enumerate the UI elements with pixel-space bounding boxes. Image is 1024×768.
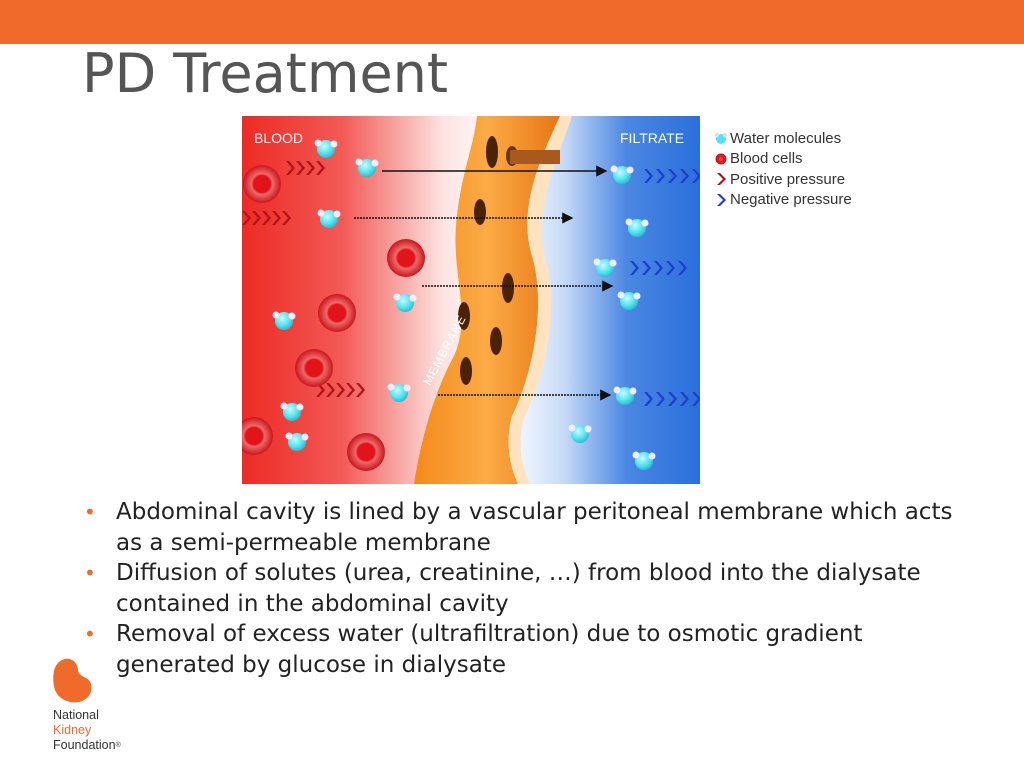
membrane-pore — [502, 273, 514, 303]
water-molecule-icon — [712, 131, 730, 145]
logo-line-kidney: Kidney — [53, 723, 92, 737]
legend-item-blood-cells: Blood cells — [712, 149, 852, 170]
bullet-dot: • — [84, 561, 96, 586]
logo-line-national: National — [53, 708, 99, 722]
legend-label: Water molecules — [730, 129, 842, 147]
membrane-pore — [490, 327, 502, 355]
logo-line-foundation: Foundation® — [53, 738, 121, 753]
membrane-diagram-svg: BLOOD FILTRATE MEMBRANE — [242, 116, 700, 484]
blood-cell-icon — [712, 152, 730, 166]
kidney-logo-icon — [53, 658, 92, 703]
membrane-pore — [460, 357, 472, 385]
membrane-pore — [486, 136, 498, 168]
legend-item-water: Water molecules — [712, 128, 852, 149]
negative-pressure-chevron-icon — [712, 193, 730, 207]
membrane-diagram: BLOOD FILTRATE MEMBRANE — [242, 116, 700, 484]
legend-item-negative-pressure: Negative pressure — [712, 190, 852, 211]
bullet-item: • Abdominal cavity is lined by a vascular… — [84, 497, 974, 558]
registered-mark: ® — [115, 742, 121, 749]
bullet-text: Diffusion of solutes (urea, creatinine, … — [116, 560, 921, 617]
filtrate-label: FILTRATE — [620, 130, 684, 146]
legend-item-positive-pressure: Positive pressure — [712, 169, 852, 190]
blood-label: BLOOD — [254, 130, 303, 146]
membrane-highlight — [508, 116, 572, 484]
bullet-dot: • — [84, 500, 96, 524]
bullet-dot: • — [84, 622, 96, 647]
diagram-legend: Water molecules Blood cells Positive pre… — [712, 128, 852, 210]
legend-label: Blood cells — [730, 150, 803, 168]
bullet-list: • Abdominal cavity is lined by a vascular… — [84, 497, 974, 681]
membrane-cutaway — [510, 150, 560, 164]
bullet-item: • Removal of excess water (ultrafiltratio… — [84, 619, 974, 680]
slide-title: PD Treatment — [82, 42, 449, 105]
legend-label: Negative pressure — [730, 191, 852, 209]
membrane-pore — [474, 199, 486, 225]
top-accent-bar — [0, 0, 1024, 44]
legend-label: Positive pressure — [730, 170, 846, 188]
membrane-body — [414, 116, 560, 484]
membrane-pore — [458, 302, 470, 330]
positive-pressure-chevron-icon — [712, 172, 730, 186]
bullet-text: Abdominal cavity is lined by a vascular … — [116, 499, 953, 556]
bullet-item: • Diffusion of solutes (urea, creatinine,… — [84, 558, 974, 619]
bullet-text: Removal of excess water (ultrafiltration… — [116, 621, 863, 678]
logo-foundation-text: Foundation — [53, 738, 116, 752]
logo-wordmark: National Kidney Foundation® — [53, 708, 121, 753]
